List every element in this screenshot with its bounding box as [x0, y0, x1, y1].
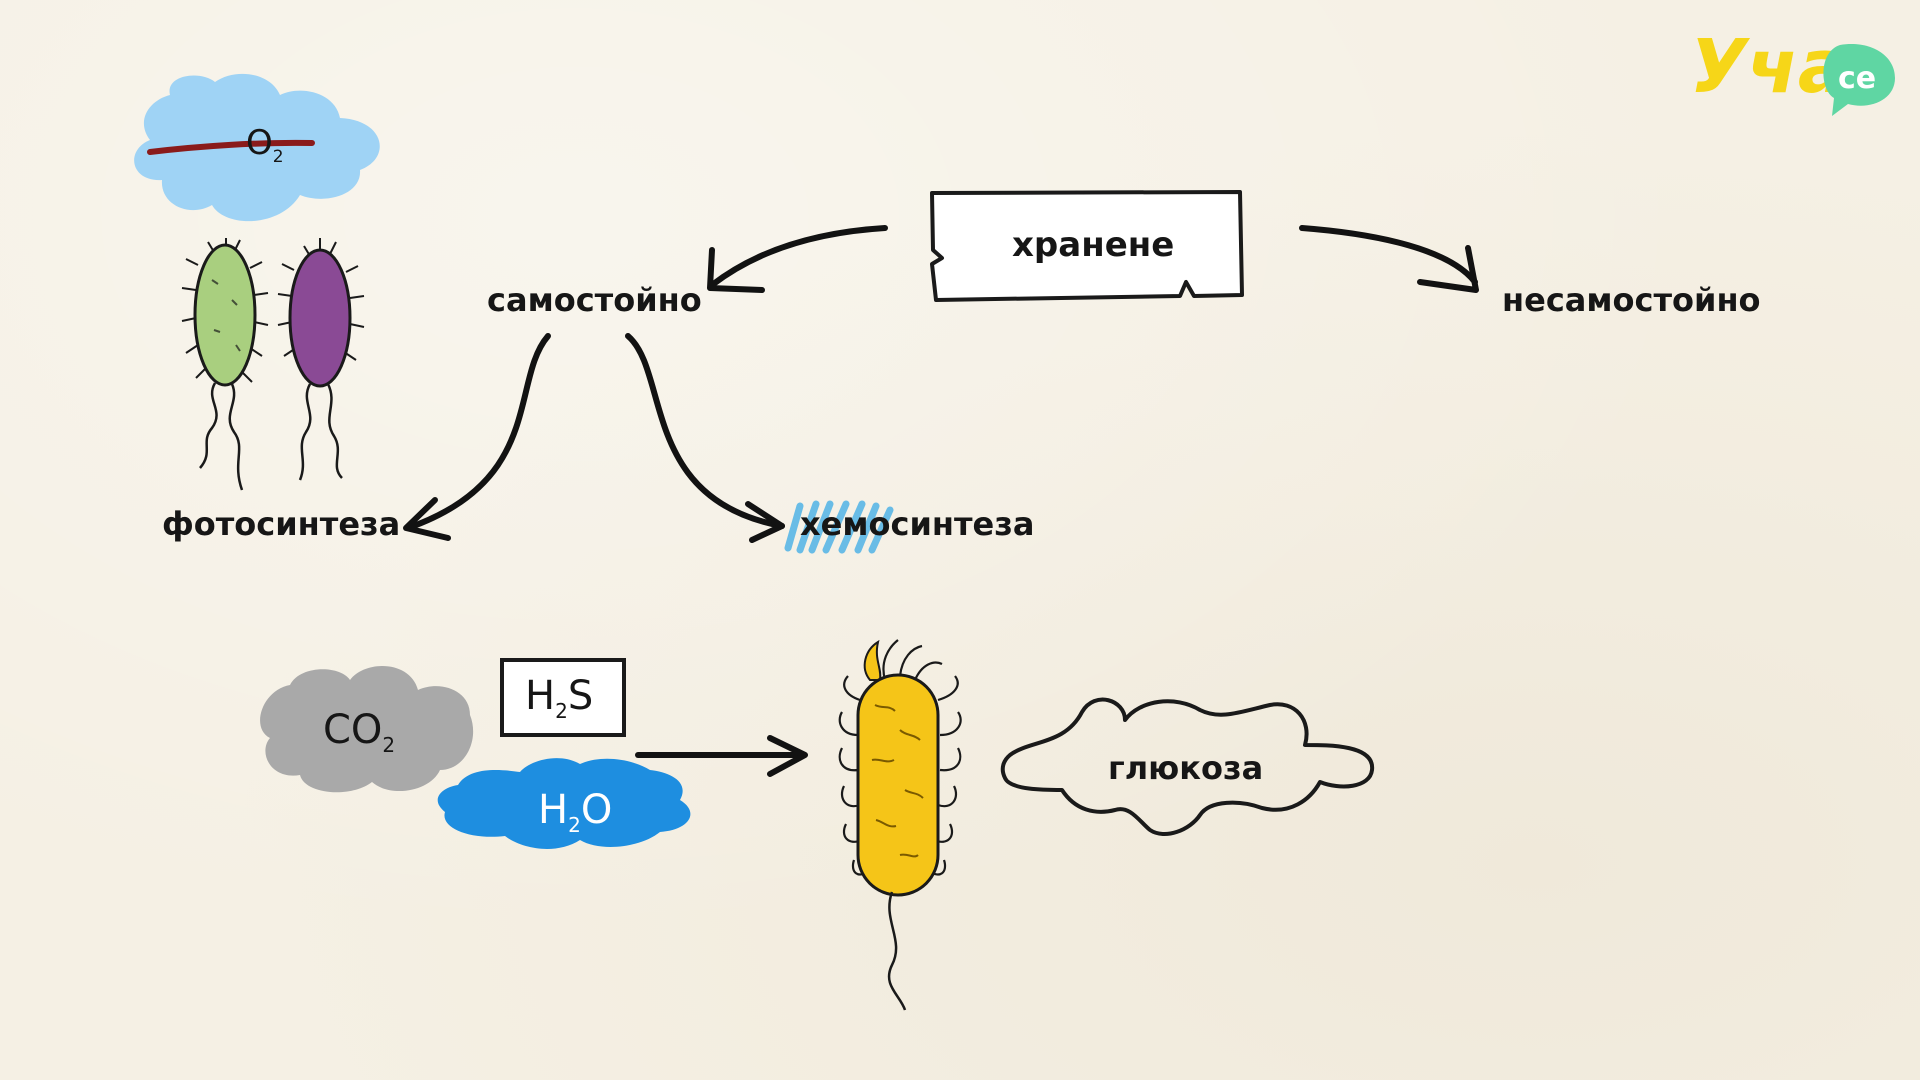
arrowhead-photosynthesis — [403, 497, 451, 541]
logo-text: Уча — [1690, 24, 1848, 110]
chemo-highlight — [784, 500, 894, 554]
co2-symbol: CO — [323, 707, 383, 753]
h2s-post: S — [567, 673, 594, 719]
h2s-subscript: 2 — [555, 699, 568, 723]
h2o-post: O — [580, 787, 613, 833]
photosynthesis-label: фотосинтеза — [162, 505, 401, 543]
oxygen-subscript: 2 — [272, 146, 284, 167]
h2o-pre: H — [538, 787, 569, 833]
arrow-to-independent — [709, 225, 888, 288]
h2o-splash — [437, 758, 691, 849]
arrow-to-chemosynthesis — [625, 333, 785, 529]
root-label: хранене — [1012, 225, 1175, 265]
root-box — [930, 190, 1244, 302]
oxygen-strike — [147, 139, 315, 155]
bacterium-purple — [277, 238, 365, 481]
oxygen-cloud — [134, 73, 380, 222]
bacterium-yellow — [838, 639, 962, 1011]
logo-suffix: се — [1838, 61, 1876, 96]
arrow-to-photosynthesis — [405, 333, 551, 531]
h2s-box — [500, 658, 626, 737]
arrowhead-chemosynthesis — [745, 501, 785, 543]
dependent-label: несамостойно — [1502, 281, 1761, 319]
arrow-to-dependent — [1299, 225, 1478, 285]
co2-label: CO2 — [323, 707, 395, 755]
arrowhead-reaction — [767, 735, 808, 777]
co2-cloud — [260, 666, 474, 793]
logo-bubble — [1823, 44, 1895, 116]
independent-label: самостойно — [487, 281, 702, 319]
arrowhead-dependent — [1417, 245, 1479, 293]
h2o-subscript: 2 — [568, 813, 581, 837]
oxygen-label: O2 — [246, 123, 284, 165]
arrows — [403, 225, 1479, 777]
glucose-blob — [1000, 697, 1375, 836]
arrowhead-independent — [707, 247, 765, 293]
chemosynthesis-label: хемосинтеза — [800, 505, 1035, 543]
h2s-pre: H — [525, 673, 556, 719]
h2s-label: H2S — [525, 673, 594, 721]
co2-subscript: 2 — [382, 733, 396, 757]
h2o-label: H2O — [538, 787, 613, 835]
oxygen-symbol: O — [246, 123, 273, 163]
logo: Уча се — [1690, 24, 1895, 116]
glucose-label: глюкоза — [1108, 749, 1264, 787]
bacterium-green — [181, 238, 269, 491]
